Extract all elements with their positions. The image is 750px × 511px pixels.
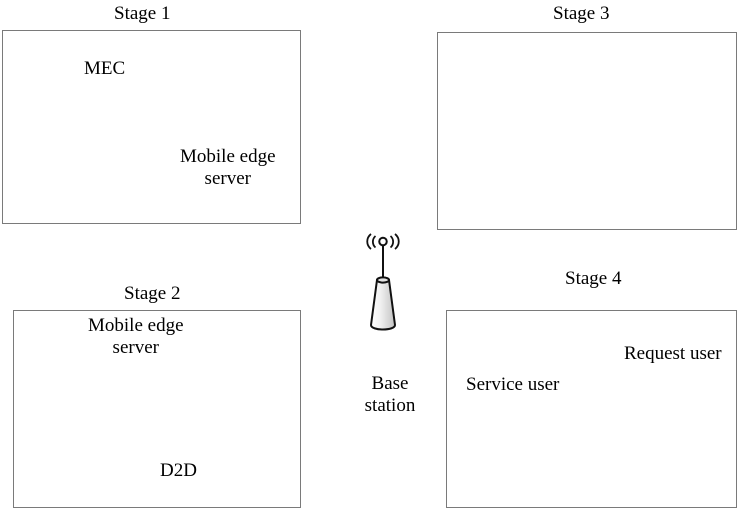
- stage2-mobile-edge-server-label: Mobile edge server: [88, 315, 184, 359]
- stage1-mobile-edge-server-label: Mobile edge server: [180, 146, 276, 190]
- mobile-edge-server-line2: server: [112, 336, 159, 358]
- stage-2-title: Stage 2: [124, 283, 181, 304]
- base-station-line2: station: [364, 394, 416, 416]
- stage-1-title: Stage 1: [114, 3, 171, 24]
- mobile-edge-server-line1: Mobile edge: [180, 146, 276, 167]
- stage-3-title: Stage 3: [553, 3, 610, 24]
- stage-4-title: Stage 4: [565, 268, 622, 289]
- stage-3-panel: [437, 32, 737, 230]
- base-station-icon: [366, 233, 400, 331]
- service-user-label: Service user: [466, 374, 560, 395]
- mobile-edge-server-line2: server: [204, 167, 251, 189]
- mec-label: MEC: [84, 58, 126, 79]
- base-station-artwork: [366, 233, 400, 331]
- stage-4-panel: [446, 310, 737, 508]
- base-station-label: Base station: [360, 373, 420, 417]
- mobile-edge-server-line1: Mobile edge: [88, 315, 184, 336]
- base-station-line1: Base: [371, 373, 409, 394]
- stage-1-panel: [2, 30, 301, 224]
- d2d-label: D2D: [160, 460, 197, 481]
- stage-2-panel: [13, 310, 301, 508]
- request-user-label: Request user: [624, 343, 722, 364]
